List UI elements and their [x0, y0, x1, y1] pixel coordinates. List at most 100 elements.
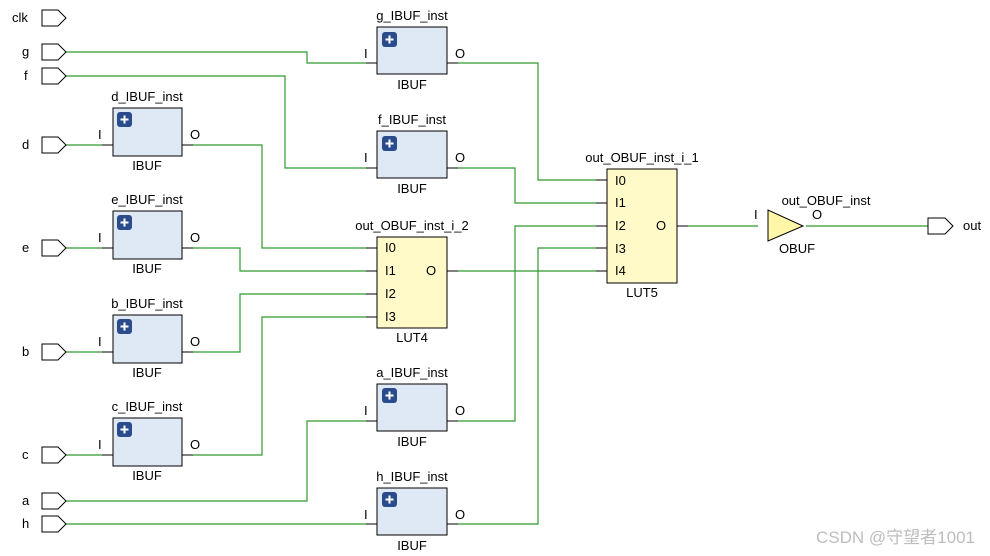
ibuf-f-body — [376, 130, 448, 179]
net-g[interactable] — [66, 51, 366, 64]
lut4-cell[interactable]: out_OBUF_inst_i_2 I0 I1 I2 I3 O LUT4 — [355, 218, 468, 345]
expand-plus-icon[interactable] — [382, 136, 397, 151]
expand-plus-icon[interactable] — [117, 215, 132, 230]
lut4-pin-i0-label: I0 — [385, 240, 396, 255]
lut5-cell[interactable]: out_OBUF_inst_i_1 I0 I1 I2 I3 I4 O LUT5 — [585, 150, 698, 300]
lut4-pin-o-label: O — [426, 263, 436, 278]
net-g-ibuf-out[interactable] — [458, 62, 596, 181]
expand-plus-icon[interactable] — [382, 388, 397, 403]
port-f-label: f — [24, 68, 28, 83]
lut4-inst-name: out_OBUF_inst_i_2 — [355, 218, 468, 233]
net-h-ibuf-out[interactable] — [458, 247, 596, 525]
lut5-pin-i1-label: I1 — [615, 195, 626, 210]
expand-plus-icon[interactable] — [117, 112, 132, 127]
net-a[interactable] — [66, 420, 366, 502]
ibuf-g-inst-name: g_IBUF_inst — [376, 8, 448, 23]
ibuf-b-pin-in-label: I — [98, 334, 102, 349]
ibuf-d-inst-name: d_IBUF_inst — [111, 89, 183, 104]
port-h[interactable]: h — [22, 515, 67, 533]
port-e-label: e — [22, 240, 29, 255]
port-e[interactable]: e — [22, 239, 67, 257]
port-g[interactable]: g — [22, 43, 67, 61]
port-f[interactable]: f — [24, 67, 67, 85]
lut4-type: LUT4 — [396, 330, 428, 345]
expand-plus-icon[interactable] — [382, 32, 397, 47]
port-e-icon — [41, 239, 67, 257]
ibuf-e-type: IBUF — [132, 261, 162, 276]
ibuf-g-type: IBUF — [397, 77, 427, 92]
input-ports: clk g f d e b c a — [12, 9, 67, 533]
ibuf-e[interactable]: e_IBUF_inst I O IBUF — [98, 192, 200, 276]
ibuf-a[interactable]: a_IBUF_inst I O IBUF — [364, 365, 465, 449]
net-f[interactable] — [66, 75, 366, 169]
expand-plus-icon[interactable] — [117, 422, 132, 437]
lut5-inst-name: out_OBUF_inst_i_1 — [585, 150, 698, 165]
ibuf-b-type: IBUF — [132, 365, 162, 380]
port-d[interactable]: d — [22, 136, 67, 154]
lut5-body — [606, 168, 678, 284]
ibuf-h[interactable]: h_IBUF_inst I O IBUF — [364, 469, 465, 553]
ibuf-g[interactable]: g_IBUF_inst I O IBUF — [364, 8, 465, 92]
ibuf-c-inst-name: c_IBUF_inst — [112, 399, 183, 414]
lut4-body — [376, 236, 448, 329]
obuf-cell[interactable]: out_OBUF_inst I O OBUF — [754, 193, 871, 256]
port-b-label: b — [22, 344, 29, 359]
net-d-ibuf-out[interactable] — [193, 144, 366, 249]
ibuf-d[interactable]: d_IBUF_inst I O IBUF — [98, 89, 200, 173]
ibuf-a-inst-name: a_IBUF_inst — [376, 365, 448, 380]
ibuf-c-pin-out-label: O — [190, 437, 200, 452]
ibuf-f-inst-name: f_IBUF_inst — [378, 112, 446, 127]
ibuf-f-pin-out-label: O — [455, 150, 465, 165]
obuf-type: OBUF — [779, 241, 815, 256]
ibuf-c[interactable]: c_IBUF_inst I O IBUF — [98, 399, 200, 483]
port-out[interactable]: out — [927, 217, 981, 235]
net-a-ibuf-out[interactable] — [458, 225, 596, 422]
nets — [66, 51, 928, 525]
port-h-label: h — [22, 516, 29, 531]
ibuf-a-pin-in-label: I — [364, 403, 368, 418]
ibuf-e-inst-name: e_IBUF_inst — [111, 192, 183, 207]
ibuf-h-type: IBUF — [397, 538, 427, 553]
ibuf-a-pin-out-label: O — [455, 403, 465, 418]
port-c[interactable]: c — [22, 446, 67, 464]
net-b-ibuf-out[interactable] — [193, 293, 366, 353]
ibuf-d-pin-out-label: O — [190, 127, 200, 142]
ibuf-b-inst-name: b_IBUF_inst — [111, 296, 183, 311]
net-c-ibuf-out[interactable] — [193, 316, 366, 456]
ibuf-f-type: IBUF — [397, 181, 427, 196]
ibuf-c-pin-in-label: I — [98, 437, 102, 452]
port-b-icon — [41, 343, 67, 361]
port-a[interactable]: a — [22, 492, 67, 510]
obuf-pin-in-label: I — [754, 207, 758, 222]
ibuf-g-pin-out-label: O — [455, 46, 465, 61]
ibuf-b[interactable]: b_IBUF_inst I O IBUF — [98, 296, 200, 380]
ibuf-a-type: IBUF — [397, 434, 427, 449]
lut5-type: LUT5 — [626, 285, 658, 300]
ibuf-d-type: IBUF — [132, 158, 162, 173]
port-d-label: d — [22, 137, 29, 152]
lut5-pin-o-label: O — [656, 218, 666, 233]
lut4-pin-i1-label: I1 — [385, 263, 396, 278]
port-h-icon — [41, 515, 67, 533]
port-c-icon — [41, 446, 67, 464]
obuf-triangle-icon — [767, 209, 805, 242]
ibuf-h-pin-out-label: O — [455, 507, 465, 522]
ibuf-h-pin-in-label: I — [364, 507, 368, 522]
net-e-ibuf-out[interactable] — [193, 247, 366, 272]
port-d-icon — [41, 136, 67, 154]
expand-plus-icon[interactable] — [117, 319, 132, 334]
port-b[interactable]: b — [22, 343, 67, 361]
lut5-pin-i3-label: I3 — [615, 241, 626, 256]
ibuf-d-pin-in-label: I — [98, 127, 102, 142]
lut5-pin-i4-label: I4 — [615, 263, 626, 278]
expand-plus-icon[interactable] — [382, 492, 397, 507]
ibuf-c-type: IBUF — [132, 468, 162, 483]
lut4-pin-i3-label: I3 — [385, 309, 396, 324]
ibuf-b-pin-out-label: O — [190, 334, 200, 349]
net-f-ibuf-out[interactable] — [458, 167, 596, 204]
ibuf-f[interactable]: f_IBUF_inst I O IBUF — [364, 112, 465, 196]
port-clk[interactable]: clk — [12, 9, 67, 27]
ibuf-e-pin-out-label: O — [190, 230, 200, 245]
ibuf-g-pin-in-label: I — [364, 46, 368, 61]
port-out-icon — [927, 217, 954, 235]
